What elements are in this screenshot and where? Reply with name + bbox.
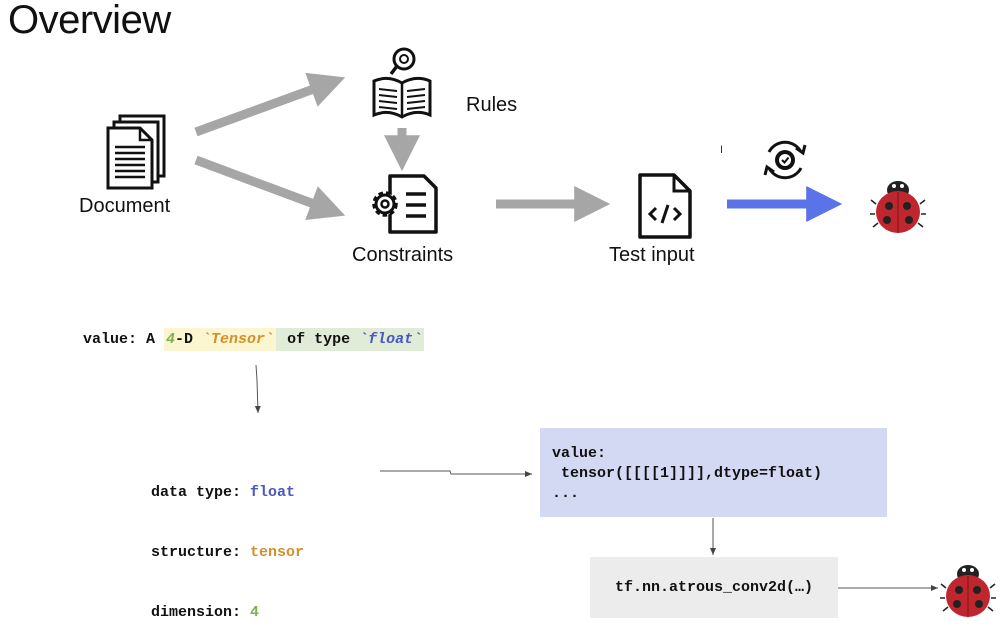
connector-extracted-to-value	[380, 470, 532, 477]
spec-dimension: 4	[166, 331, 176, 348]
generated-value-line-3: ...	[552, 485, 580, 502]
rules-label: Rules	[466, 94, 518, 116]
dimension-row: dimension: 4	[151, 603, 304, 623]
ladybug-icon-bottom	[940, 565, 996, 617]
arrow-doc-to-constraints	[194, 155, 346, 220]
generated-value-line-2: tensor([[[[1]]]],dtype=float)	[552, 465, 823, 482]
dimension-key: dimension:	[151, 604, 251, 621]
code-file-icon	[638, 173, 692, 239]
cycle-check-icon	[763, 140, 807, 180]
document-icon	[106, 114, 166, 190]
data-type-row: data type: float	[151, 483, 304, 503]
spec-dimension-suffix: -D	[175, 331, 203, 348]
gear-document-icon	[372, 174, 438, 234]
text-cursor-icon: I	[720, 144, 724, 156]
connector-spec-to-extracted	[254, 364, 261, 414]
highlight-dimension-tensor: 4-D `Tensor`	[164, 328, 277, 351]
test-input-label: Test input	[609, 244, 695, 266]
extracted-constraints: data type: float structure: tensor dimen…	[151, 443, 304, 643]
generated-value-box: value: tensor([[[[1]]]],dtype=float) ...	[540, 428, 887, 517]
data-type-value: float	[250, 484, 296, 501]
spec-of-type: of type	[278, 331, 360, 348]
api-call-box: tf.nn.atrous_conv2d(…)	[590, 557, 838, 618]
dimension-value: 4	[250, 604, 260, 621]
generated-value-line-1: value:	[552, 445, 607, 462]
connector-layer	[194, 72, 938, 591]
arrow-doc-to-rules	[194, 72, 346, 137]
spec-prefix: value: A	[83, 331, 165, 348]
structure-value: tensor	[250, 544, 305, 561]
structure-row: structure: tensor	[151, 543, 304, 563]
api-spec-line: value: A 4-D `Tensor` of type `float`	[83, 328, 425, 351]
ladybug-icon	[870, 181, 926, 233]
constraints-label: Constraints	[352, 244, 454, 266]
spec-float: `float`	[359, 331, 423, 348]
document-label: Document	[79, 195, 171, 217]
api-call-text: tf.nn.atrous_conv2d(…)	[614, 579, 814, 596]
structure-key: structure:	[151, 544, 251, 561]
book-search-icon	[372, 47, 432, 119]
page-title: Overview	[8, 0, 171, 42]
highlight-type: of type `float`	[276, 328, 425, 351]
data-type-key: data type:	[151, 484, 251, 501]
spec-tensor: `Tensor`	[202, 331, 275, 348]
